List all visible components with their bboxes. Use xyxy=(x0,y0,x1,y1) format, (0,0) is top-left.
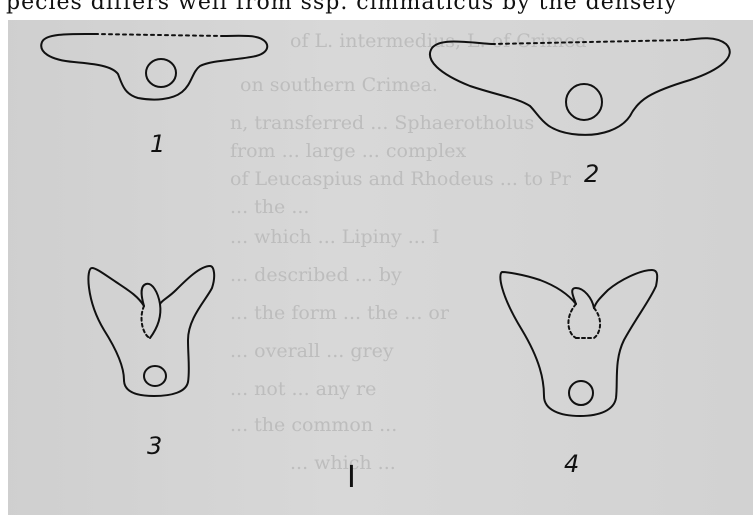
figure-2-label: 2 xyxy=(584,160,599,188)
figure-2-outline xyxy=(430,38,730,135)
plate-label: I xyxy=(347,460,356,495)
figure-3-label: 3 xyxy=(147,432,162,460)
figure-1-label: 1 xyxy=(150,130,165,158)
figure-4-label: 4 xyxy=(564,450,579,478)
figure-3-outline xyxy=(88,266,214,396)
figure-4-outline xyxy=(500,270,657,416)
figure-1-outline xyxy=(41,34,267,100)
